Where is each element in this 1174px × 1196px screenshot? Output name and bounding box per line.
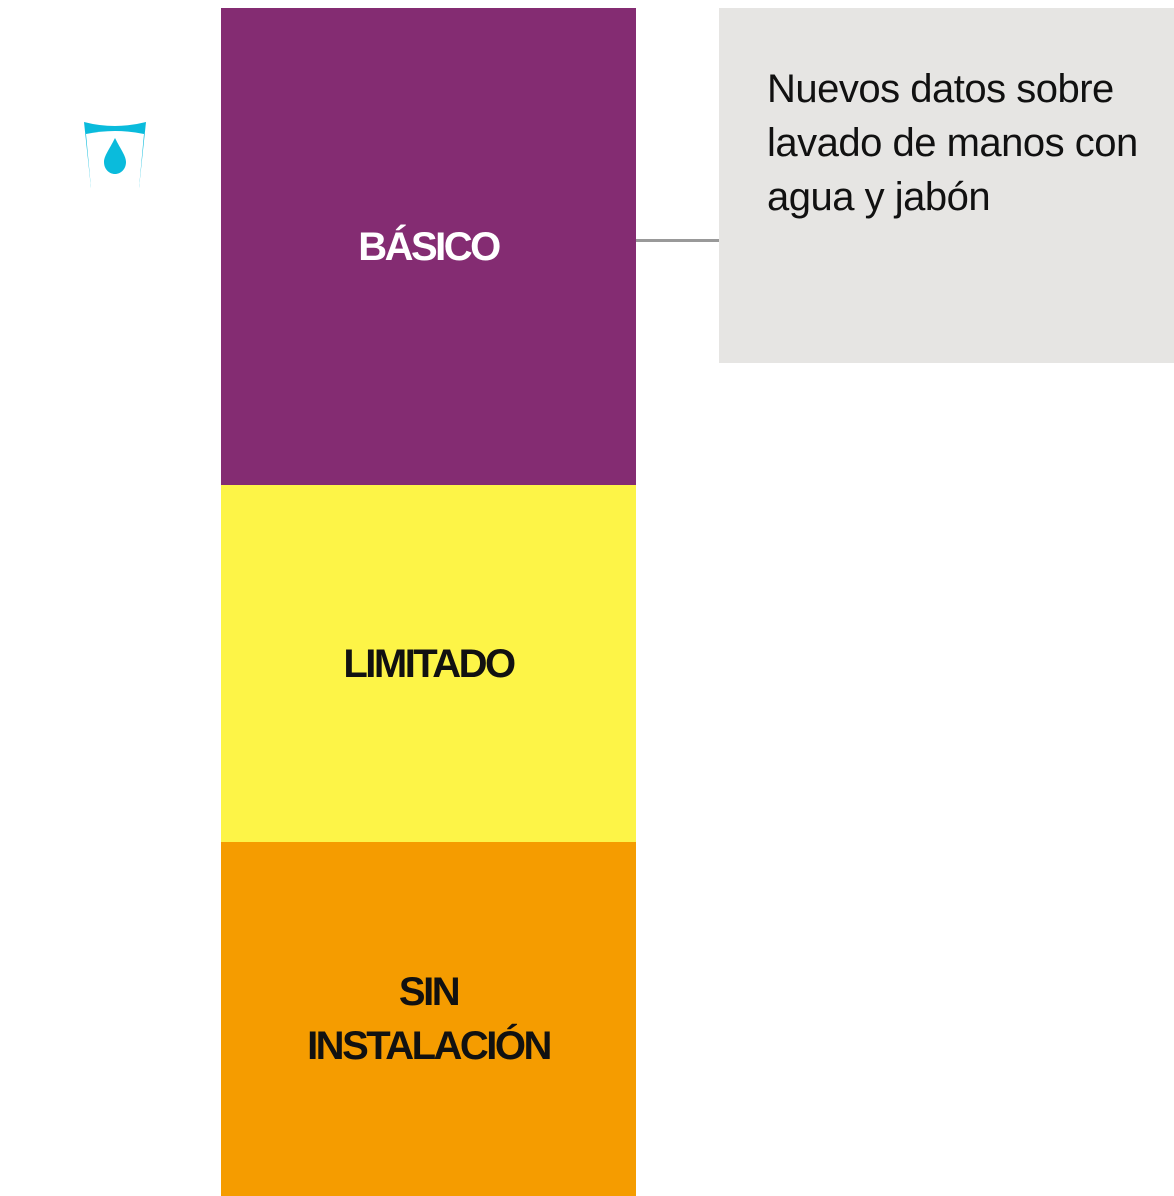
ladder-step-basico: BÁSICO [221,8,636,485]
ladder-step-label: BÁSICO [358,224,501,269]
family-icon [39,353,198,432]
sdg-tile-label: ODS 1.4.1 [30,276,202,320]
water-drop-cup-icon [79,110,151,230]
callout-connector-line [636,239,719,242]
sdg-tile-6-2-1: ODS 6.2.1 [9,8,221,246]
ladder-step-label: SIN INSTALACIÓN [307,970,552,1068]
ladder-step-limitado: LIMITADO [221,485,636,842]
callout-box: Nuevos datos sobre lavado de manos con a… [719,8,1174,363]
ladder-step-sin-instalacion: SIN INSTALACIÓN [221,842,636,1196]
callout-text: Nuevos datos sobre lavado de manos con a… [767,67,1138,219]
sdg-tile-label: ODS 6.2.1 [30,36,202,80]
ladder-step-label: LIMITADO [343,641,516,686]
sdg-tile-1-4-1: ODS 1.4.1 [9,246,221,484]
